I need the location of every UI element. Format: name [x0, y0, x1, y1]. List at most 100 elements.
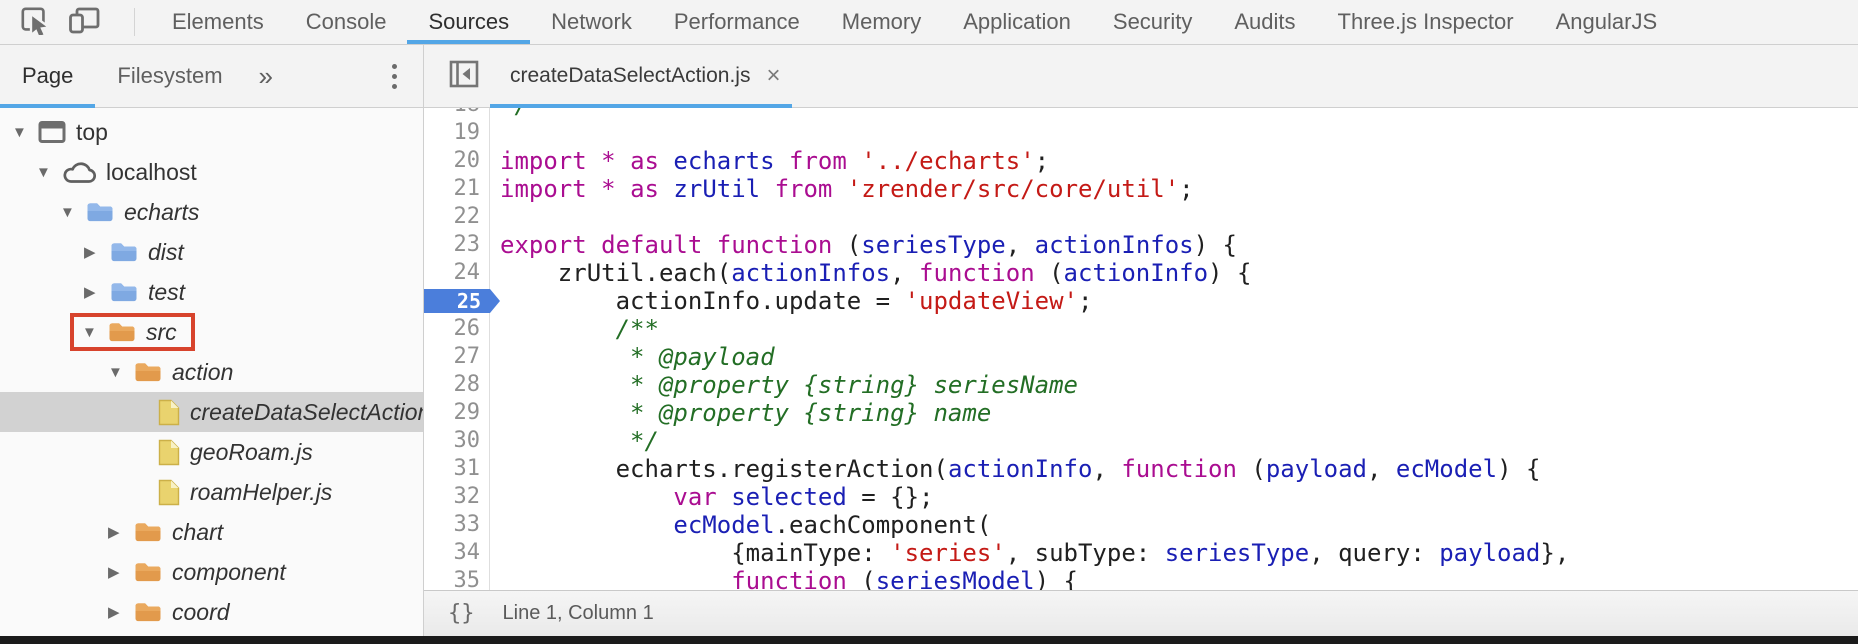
top-tab-console[interactable]: Console: [305, 9, 387, 34]
code-line[interactable]: */: [500, 108, 1858, 119]
navigator-tab-filesystem[interactable]: Filesystem: [117, 63, 223, 88]
code-line[interactable]: ecModel.eachComponent(: [673, 511, 992, 539]
code-pane[interactable]: */ import * as echarts from '../echarts';…: [490, 108, 1858, 590]
line-number[interactable]: 32: [453, 484, 481, 509]
tree-row-top[interactable]: ▼top: [0, 112, 423, 152]
top-tab-elements[interactable]: Elements: [172, 9, 264, 34]
vertical-dots-icon: [392, 63, 397, 69]
gutter[interactable]: 1819 20 21 22 23 24 25 26 27 28 29 30 31 32 33 34 35: [424, 108, 500, 590]
more-tabs-chevron[interactable]: »: [258, 60, 273, 91]
folder-blue-icon: [86, 201, 114, 223]
code-line[interactable]: * @property {string} seriesName: [500, 371, 1078, 399]
tree-row-action[interactable]: ▼action: [0, 352, 423, 392]
code-line[interactable]: */: [500, 427, 659, 455]
tree-item-label: echarts: [124, 198, 200, 225]
line-number[interactable]: 24: [453, 260, 481, 285]
inspect-element-button[interactable]: [20, 0, 53, 44]
line-number[interactable]: 27: [453, 344, 481, 369]
top-tab-network[interactable]: Network: [551, 9, 632, 34]
line-number[interactable]: 35: [453, 568, 481, 590]
code-line[interactable]: export default function (seriesType, act…: [500, 231, 1237, 259]
line-number[interactable]: 34: [453, 540, 481, 565]
top-tab-sources[interactable]: Sources: [407, 0, 530, 44]
code-line[interactable]: * @payload: [500, 343, 775, 371]
code-line[interactable]: zrUtil.each(actionInfos, function (actio…: [500, 259, 1252, 287]
device-toolbar-button[interactable]: [68, 0, 100, 44]
line-number[interactable]: 20: [453, 148, 481, 173]
disclosure-triangle-icon[interactable]: ▼: [12, 123, 27, 141]
disclosure-triangle-icon[interactable]: ▼: [108, 363, 123, 381]
file-icon: [158, 439, 180, 466]
close-tab-button[interactable]: ×: [766, 62, 781, 89]
tree-row-createdataselectaction-js[interactable]: createDataSelectAction.js: [0, 392, 423, 432]
code-line[interactable]: [500, 203, 1858, 231]
line-number[interactable]: 30: [453, 428, 481, 453]
top-tab-performance[interactable]: Performance: [673, 9, 800, 34]
line-number[interactable]: 22: [453, 204, 481, 229]
disclosure-triangle-icon[interactable]: ▶: [108, 524, 120, 541]
tree-row-roamhelper-js[interactable]: roamHelper.js: [0, 472, 423, 512]
disclosure-triangle-icon[interactable]: ▶: [84, 244, 96, 261]
tree-item-label: roamHelper.js: [190, 478, 333, 505]
code-line[interactable]: import * as echarts from '../echarts';: [500, 147, 1050, 175]
disclosure-triangle-icon[interactable]: ▼: [36, 163, 51, 181]
code-line[interactable]: actionInfo.update = 'updateView';: [500, 287, 1093, 315]
line-number[interactable]: 25: [424, 287, 500, 315]
collapse-navigator-button[interactable]: [448, 45, 480, 107]
code-line[interactable]: * @property {string} name: [500, 399, 992, 427]
tree-row-src[interactable]: ▼src: [0, 312, 423, 352]
navigator-tab-strip: Page Filesystem: [0, 45, 245, 108]
line-number[interactable]: 31: [453, 456, 481, 481]
tree-item-label: dist: [148, 238, 184, 265]
tree-row-test[interactable]: ▶ test: [0, 272, 423, 312]
tree-row-localhost[interactable]: ▼ localhost: [0, 152, 423, 192]
tree-row-chart[interactable]: ▶chart: [0, 512, 423, 552]
disclosure-triangle-icon[interactable]: ▼: [82, 323, 97, 341]
code-editor: 1819 20 21 22 23 24 25 26 27 28 29 30 31 32 33 34 35 */ i…: [424, 108, 1858, 636]
code-line[interactable]: import * as zrUtil from 'zrender/src/cor…: [500, 175, 1194, 203]
code-line[interactable]: echarts.registerAction(actionInfo, funct…: [500, 455, 1541, 483]
pretty-print-button[interactable]: {}: [448, 601, 475, 626]
line-number[interactable]: 33: [453, 512, 481, 537]
line-number[interactable]: 19: [453, 120, 481, 145]
disclosure-triangle-icon[interactable]: ▼: [60, 203, 75, 221]
code-line[interactable]: [500, 119, 1858, 147]
folder-blue-icon: [110, 241, 138, 263]
top-tab-memory[interactable]: Memory: [841, 9, 922, 34]
top-tab-three-js-inspector[interactable]: Three.js Inspector: [1337, 9, 1514, 34]
disclosure-triangle-icon[interactable]: ▶: [108, 564, 120, 581]
top-tab-angularjs[interactable]: AngularJS: [1555, 9, 1658, 34]
code-line[interactable]: {mainType: 'series', subType: seriesType…: [500, 539, 1570, 567]
folder-blue-icon: [110, 281, 138, 303]
code-line[interactable]: function (seriesModel) {: [731, 567, 1078, 590]
file-tab[interactable]: createDataSelectAction.js ×: [490, 45, 793, 108]
code-line[interactable]: /**: [500, 315, 659, 343]
line-number[interactable]: 29: [453, 400, 481, 425]
tree-row-component[interactable]: ▶component: [0, 552, 423, 592]
navigator-tab-page[interactable]: Page: [0, 45, 96, 108]
line-number[interactable]: 28: [453, 372, 481, 397]
file-icon: [158, 479, 180, 506]
top-tab-application[interactable]: Application: [963, 9, 1071, 34]
file-tab-bar: createDataSelectAction.js ×: [424, 45, 1858, 108]
line-number[interactable]: 26: [453, 316, 481, 341]
tree-item-label: createDataSelectAction.js: [190, 398, 423, 425]
line-number[interactable]: 23: [453, 232, 481, 257]
line-number[interactable]: 18: [424, 108, 489, 119]
tree-row-dist[interactable]: ▶ dist: [0, 232, 423, 272]
tree-row-echarts[interactable]: ▼ echarts: [0, 192, 423, 232]
tree-row-coord[interactable]: ▶coord: [0, 592, 423, 632]
disclosure-triangle-icon[interactable]: ▶: [84, 284, 96, 301]
top-tab-audits[interactable]: Audits: [1234, 9, 1296, 34]
disclosure-triangle-icon[interactable]: ▶: [108, 604, 120, 621]
overflow-menu-button[interactable]: [392, 45, 397, 107]
tree-row-georoam-js[interactable]: geoRoam.js: [0, 432, 423, 472]
line-number[interactable]: 21: [453, 176, 481, 201]
tree-item-label: test: [148, 278, 186, 305]
breakpoint-badge[interactable]: 25: [424, 289, 500, 313]
inspect-element-icon: [20, 5, 53, 40]
status-bar: {} Line 1, Column 1: [424, 590, 1858, 636]
tree-item-label: localhost: [106, 158, 197, 185]
top-tab-security[interactable]: Security: [1112, 9, 1193, 34]
code-line[interactable]: var selected = {};: [673, 483, 934, 511]
